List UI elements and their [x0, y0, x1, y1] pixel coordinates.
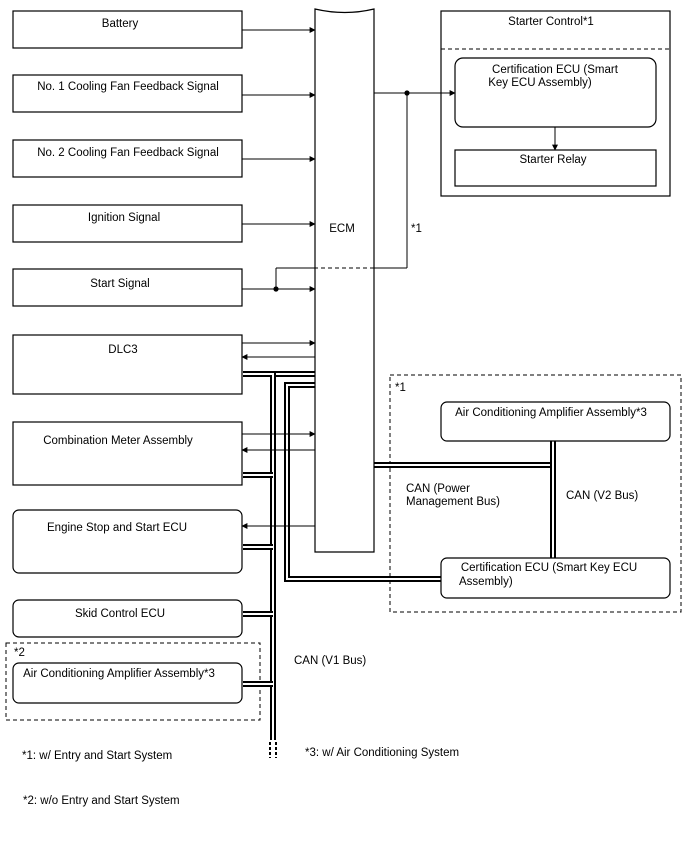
start-signal-label: Start Signal: [90, 278, 149, 290]
battery-box: [12, 10, 243, 49]
junction-dot-start: [273, 286, 279, 292]
cooling-fan-2-label: No. 2 Cooling Fan Feedback Signal: [37, 147, 219, 159]
dlc3-box: [12, 334, 243, 395]
group-wo-entry-start-left: [5, 642, 261, 721]
skid-control-ecu-box: [12, 599, 243, 638]
cooling-fan-1-label: No. 1 Cooling Fan Feedback Signal: [37, 81, 219, 93]
can-power-label-line2: Management Bus): [406, 496, 500, 508]
note-2: *2: w/o Entry and Start System: [23, 795, 180, 807]
ac-amplifier-left-box: [12, 662, 243, 704]
combination-meter-label: Combination Meter Assembly: [43, 435, 193, 447]
dlc3-label: DLC3: [108, 344, 137, 356]
cert-ecu-right-label-line1: Certification ECU (Smart Key ECU: [461, 562, 637, 574]
skid-control-ecu-label: Skid Control ECU: [75, 608, 165, 620]
ac-amplifier-left-label: Air Conditioning Amplifier Assembly*3: [23, 668, 215, 680]
cooling-fan-1-box: [12, 74, 243, 113]
ignition-signal-label: Ignition Signal: [88, 212, 160, 224]
ac-amplifier-right-label: Air Conditioning Amplifier Assembly*3: [455, 407, 647, 419]
group-w-entry-start-right: [389, 374, 682, 613]
combination-meter-box: [12, 421, 243, 486]
start-signal-box: [12, 268, 243, 307]
engine-stop-start-ecu-label: Engine Stop and Start ECU: [47, 522, 187, 534]
ecm-box: [314, 8, 375, 553]
can-power-label-line1: CAN (Power: [406, 483, 470, 495]
cooling-fan-2-box: [12, 139, 243, 178]
cert-ecu-right-label-line2: Assembly): [459, 576, 513, 588]
starter-cert-ecu-label-line1: Certification ECU (Smart: [492, 64, 619, 76]
engine-stop-start-ecu-box: [12, 509, 243, 574]
ac-amplifier-right-box: [440, 401, 671, 442]
starter-cert-ecu-label-line2: Key ECU Assembly): [488, 77, 592, 89]
starter-relay-label: Starter Relay: [519, 154, 586, 166]
right-group-marker: *1: [395, 382, 406, 394]
note-1: *1: w/ Entry and Start System: [22, 750, 172, 762]
wire-marker-label: *1: [411, 223, 422, 235]
starter-control-box: [440, 10, 671, 197]
can-v2-label: CAN (V2 Bus): [566, 490, 638, 502]
can-v1-bus: [243, 371, 441, 758]
note-3: *3: w/ Air Conditioning System: [305, 747, 459, 759]
ecm-label: ECM: [329, 223, 355, 235]
starter-control-title: Starter Control*1: [508, 16, 594, 28]
battery-label: Battery: [102, 18, 139, 30]
can-power-bus: [374, 441, 556, 468]
left-group-marker: *2: [14, 647, 25, 659]
can-v1-label: CAN (V1 Bus): [294, 655, 366, 667]
cert-ecu-right-box: [440, 557, 671, 599]
